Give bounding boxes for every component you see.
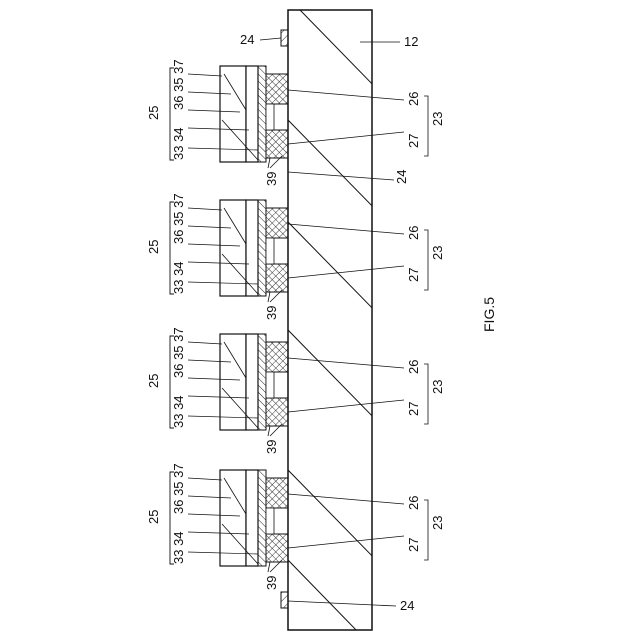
- label-25: 25: [146, 106, 161, 120]
- brace-23: [424, 96, 428, 156]
- gap: [266, 238, 274, 264]
- layer-36: [258, 200, 266, 296]
- leader-24-top: [260, 38, 281, 40]
- label-33-34: 33 34: [171, 261, 186, 294]
- brace-23: [424, 230, 428, 290]
- label-25: 25: [146, 374, 161, 388]
- leader-layer: [188, 478, 222, 480]
- label-39: 39: [264, 306, 279, 320]
- label-26: 26: [406, 496, 421, 510]
- gap: [266, 372, 274, 398]
- bump-27: [266, 534, 288, 562]
- label-25: 25: [146, 510, 161, 524]
- layer-33: [220, 470, 246, 566]
- layer-34: [246, 334, 258, 430]
- layer-36: [258, 334, 266, 430]
- leader-layer: [188, 74, 222, 76]
- label-33-34: 33 34: [171, 127, 186, 160]
- label-36-35-37: 36 35 37: [171, 59, 186, 110]
- label-26: 26: [406, 92, 421, 106]
- label-26: 26: [406, 360, 421, 374]
- layer-36: [258, 470, 266, 566]
- layer-33: [220, 200, 246, 296]
- bump-26: [266, 342, 288, 372]
- gap: [266, 104, 274, 130]
- brace-23: [424, 364, 428, 424]
- label-36-35-37: 36 35 37: [171, 327, 186, 378]
- label-24-top: 24: [240, 32, 254, 47]
- bump-26: [266, 208, 288, 238]
- leader-39: [268, 292, 270, 302]
- layer-33: [220, 66, 246, 162]
- label-39: 39: [264, 440, 279, 454]
- label-23: 23: [430, 112, 445, 126]
- label-33-34: 33 34: [171, 395, 186, 428]
- bump-26: [266, 478, 288, 508]
- label-27: 27: [406, 538, 421, 552]
- bump-27: [266, 398, 288, 426]
- figure-label: FIG.5: [481, 297, 497, 332]
- layer-34: [246, 470, 258, 566]
- label-24-bottom: 24: [400, 598, 414, 613]
- substrate-12: [288, 10, 380, 634]
- label-27: 27: [406, 268, 421, 282]
- label-39: 39: [264, 172, 279, 186]
- leader-layer: [188, 342, 222, 344]
- label-33-34: 33 34: [171, 531, 186, 564]
- layer-34: [246, 200, 258, 296]
- leader-39: [268, 426, 270, 436]
- label-25: 25: [146, 240, 161, 254]
- bump-27: [266, 130, 288, 158]
- leader-39: [268, 562, 270, 572]
- brace-23: [424, 500, 428, 560]
- layer-34: [246, 66, 258, 162]
- layer-33: [220, 334, 246, 430]
- layer-36: [258, 66, 266, 162]
- label-27: 27: [406, 402, 421, 416]
- bump-26: [266, 74, 288, 104]
- leader-39: [268, 158, 270, 168]
- label-23: 23: [430, 246, 445, 260]
- spacer-top: [281, 30, 288, 46]
- label-39: 39: [264, 576, 279, 590]
- label-12: 12: [404, 34, 418, 49]
- leader-layer: [188, 208, 222, 210]
- label-24-mid: 24: [394, 170, 409, 184]
- label-36-35-37: 36 35 37: [171, 193, 186, 244]
- label-23: 23: [430, 380, 445, 394]
- label-26: 26: [406, 226, 421, 240]
- label-23: 23: [430, 516, 445, 530]
- label-27: 27: [406, 134, 421, 148]
- gap: [266, 508, 274, 534]
- bump-27: [266, 264, 288, 292]
- label-36-35-37: 36 35 37: [171, 463, 186, 514]
- spacer-bottom: [281, 592, 288, 608]
